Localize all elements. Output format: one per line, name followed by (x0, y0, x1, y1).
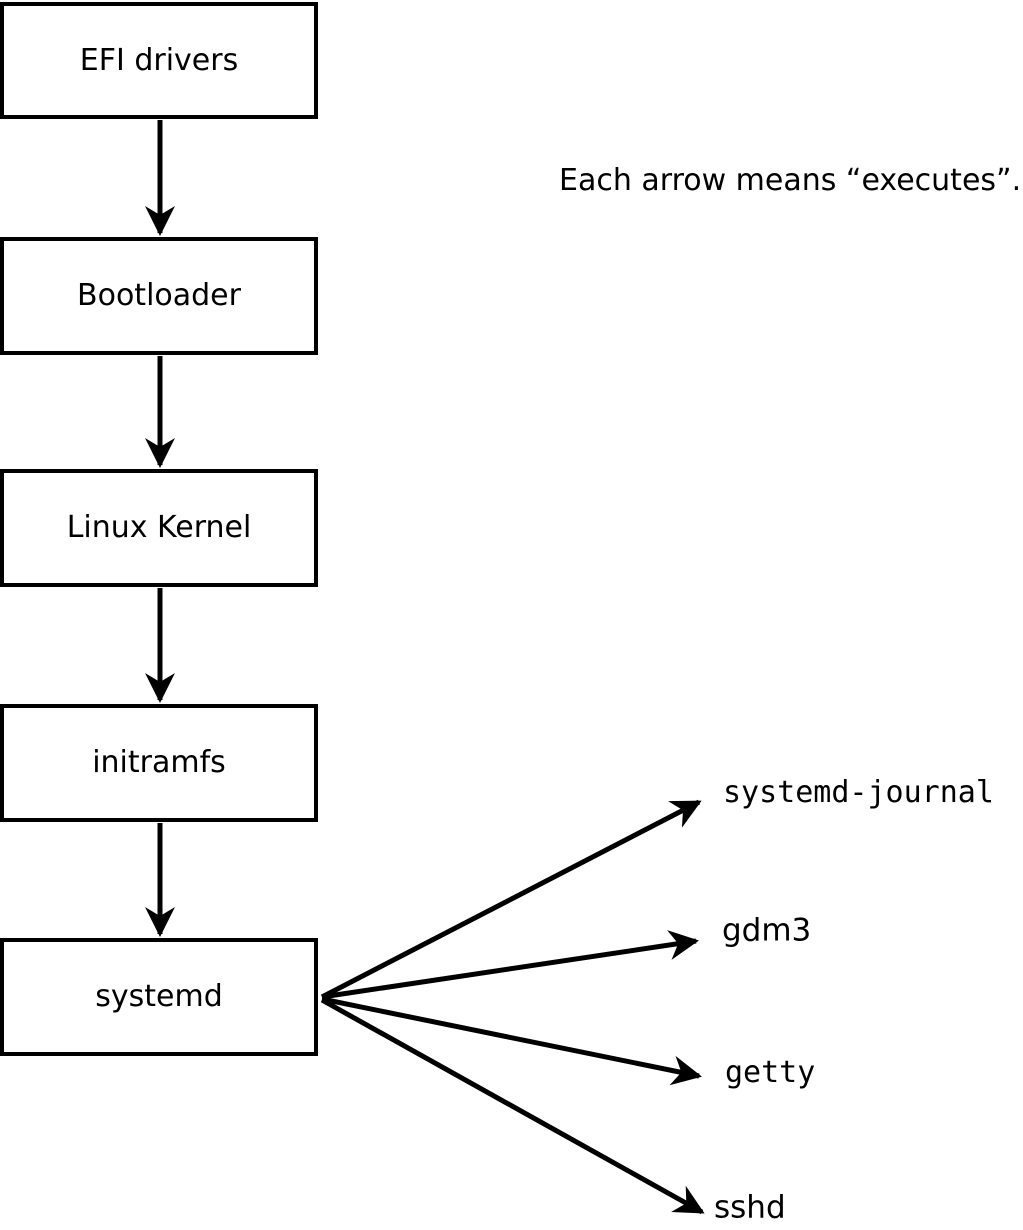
spawned-label-getty: getty (725, 1055, 816, 1090)
arrow-systemd-to-gdm3 (321, 930, 699, 1000)
node-efi-drivers-label: EFI drivers (79, 42, 239, 78)
node-efi-drivers: EFI drivers (0, 2, 318, 119)
legend-note: Each arrow means “executes”. (559, 163, 1022, 198)
node-linux-kernel-label: Linux Kernel (66, 510, 252, 545)
arrow-systemd-to-journal (320, 799, 702, 1000)
node-bootloader: Bootloader (0, 237, 318, 355)
spawned-label-sshd: sshd (714, 1189, 786, 1226)
node-systemd: systemd (0, 938, 318, 1056)
node-systemd-label: systemd (95, 979, 223, 1014)
spawned-label-systemd-journal: systemd-journal (723, 775, 994, 810)
arrow-systemd-to-sshd (320, 997, 705, 1215)
node-initramfs: initramfs (0, 704, 318, 822)
node-bootloader-label: Bootloader (77, 278, 241, 313)
arrow-systemd-to-getty (321, 996, 702, 1086)
node-initramfs-label: initramfs (92, 745, 226, 780)
node-linux-kernel: Linux Kernel (0, 469, 318, 587)
spawned-label-gdm3: gdm3 (722, 912, 812, 949)
